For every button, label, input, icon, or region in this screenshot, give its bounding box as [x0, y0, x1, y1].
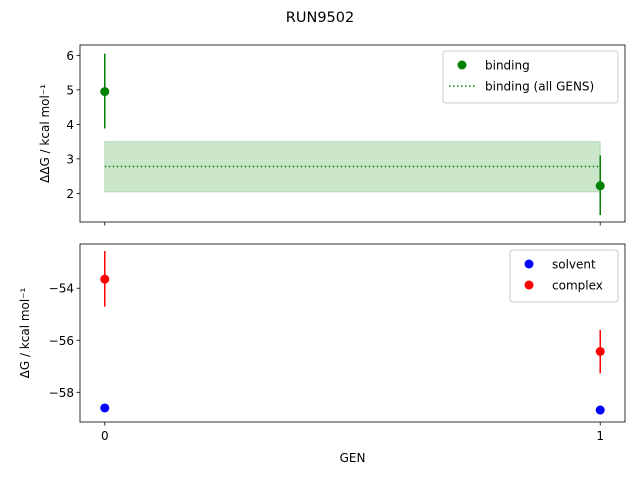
axes-frame	[79, 44, 626, 223]
y-tick-label: 4	[66, 118, 74, 132]
legend-label: complex	[552, 279, 603, 293]
legend-label: solvent	[552, 258, 596, 272]
binding-point	[595, 181, 605, 191]
binding-point	[100, 87, 110, 97]
y-tick-label: 2	[66, 187, 74, 201]
complex-point	[100, 274, 110, 284]
legend-marker	[524, 259, 534, 269]
x-tick-label: 0	[101, 429, 109, 443]
y-tick-label: −58	[49, 386, 74, 400]
x-tick-label: 1	[596, 429, 604, 443]
legend-box	[509, 249, 619, 303]
y-axis-label: ΔG / kcal mol⁻¹	[18, 287, 32, 378]
legend-marker	[524, 280, 534, 290]
legend: binding binding (all GENS)	[442, 50, 619, 104]
y-tick-label: 3	[66, 152, 74, 166]
legend-box	[442, 50, 619, 104]
legend-marker	[457, 60, 467, 70]
y-tick-label: −56	[49, 334, 74, 348]
solvent-point	[100, 403, 110, 413]
solvent-point	[595, 405, 605, 415]
bottom-axes-solvent-complex: −54 −56 −58 0 1 ΔG / kcal mol⁻¹ GEN solvent comp…	[18, 243, 626, 465]
y-tick-label: 6	[66, 49, 74, 63]
figure-title: RUN9502	[286, 10, 354, 26]
axes-frame	[79, 243, 626, 423]
legend-label: binding (all GENS)	[485, 80, 594, 94]
legend: solvent complex	[509, 249, 619, 303]
y-tick-label: −54	[49, 282, 74, 296]
y-axis-label: ΔΔG / kcal mol⁻¹	[38, 84, 52, 183]
x-axis-label: GEN	[340, 451, 366, 465]
y-tick-label: 5	[66, 83, 74, 97]
complex-point	[595, 346, 605, 356]
legend-label: binding	[485, 59, 530, 73]
